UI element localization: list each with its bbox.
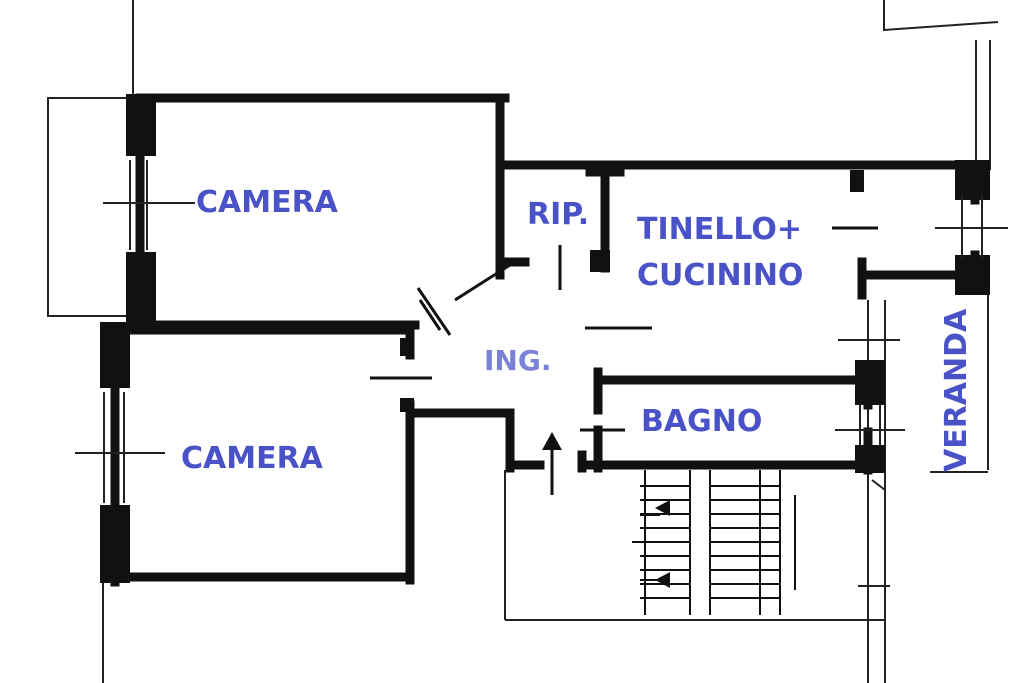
windows xyxy=(75,160,1008,503)
entrance-arrow-icon xyxy=(542,432,562,495)
label-ingresso: ING. xyxy=(484,344,551,377)
staircase xyxy=(632,470,796,615)
wall-blocks xyxy=(100,94,990,583)
doors xyxy=(370,226,878,432)
label-veranda: VERANDA xyxy=(939,308,974,472)
label-ripostiglio: RIP. xyxy=(527,197,589,232)
label-cucinino: CUCININO xyxy=(637,258,803,293)
label-tinello: TINELLO+ xyxy=(637,212,802,247)
label-camera-bottom: CAMERA xyxy=(181,441,324,476)
label-camera-top: CAMERA xyxy=(196,185,339,220)
room-labels: CAMERA CAMERA RIP. TINELLO+ CUCININO ING… xyxy=(181,185,974,476)
label-bagno: BAGNO xyxy=(641,404,762,439)
stair-arrows-icon xyxy=(655,500,670,588)
